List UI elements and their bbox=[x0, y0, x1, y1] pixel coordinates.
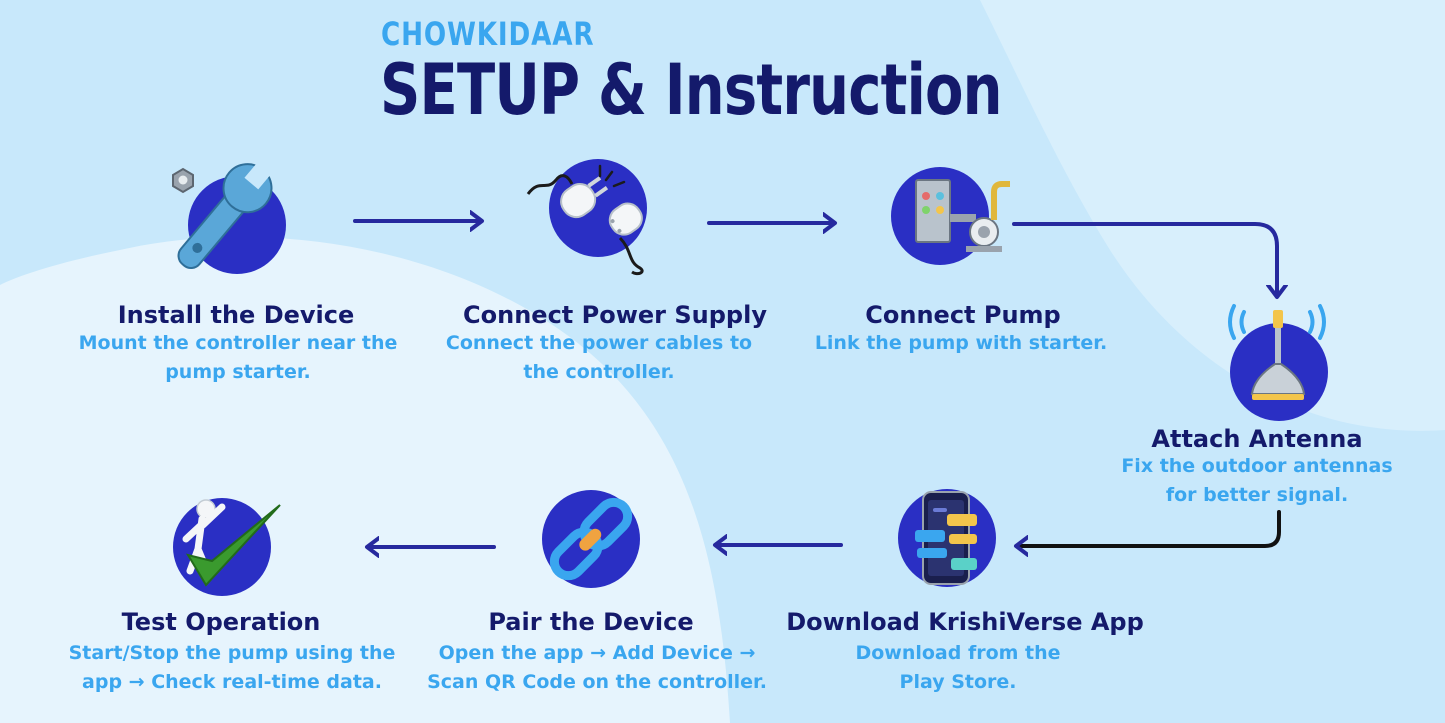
step-6-description: Open the app → Add Device → Scan QR Code… bbox=[377, 639, 817, 697]
step-1-description: Mount the controller near the pump start… bbox=[18, 329, 458, 387]
chain-link-icon bbox=[542, 490, 640, 588]
checkmark-figure-icon bbox=[173, 498, 281, 596]
step-4-title: Attach Antenna bbox=[1151, 425, 1363, 453]
step-3-title: Connect Pump bbox=[865, 301, 1061, 329]
brand-name: CHOWKIDAAR bbox=[381, 15, 595, 53]
step-7-desc-line-2: app → Check real-time data. bbox=[82, 671, 382, 693]
step-4-description: Fix the outdoor antennas for better sign… bbox=[1037, 452, 1445, 510]
pump-starter-icon bbox=[891, 167, 1010, 265]
wrench-icon bbox=[172, 160, 286, 274]
step-1-title: Install the Device bbox=[117, 301, 355, 329]
step-4-desc-line-2: for better signal. bbox=[1165, 484, 1349, 506]
step-2-description: Connect the power cables to the controll… bbox=[379, 329, 819, 387]
antenna-icon bbox=[1228, 304, 1328, 421]
step-3-desc-line-1: Link the pump with starter. bbox=[814, 332, 1108, 354]
smartphone-app-icon bbox=[898, 489, 996, 587]
step-1-icon bbox=[155, 150, 295, 280]
step-5-icon bbox=[895, 486, 1005, 596]
step-7-description: Start/Stop the pump using the app → Chec… bbox=[12, 639, 452, 697]
step-7-title: Test Operation bbox=[121, 608, 321, 636]
step-5-desc-line-1: Download from the bbox=[855, 642, 1061, 664]
step-6-desc-line-1: Open the app → Add Device → bbox=[438, 642, 756, 664]
step-1-desc-line-1: Mount the controller near the bbox=[78, 332, 398, 354]
power-plug-icon bbox=[526, 159, 647, 276]
step-4-icon bbox=[1222, 298, 1332, 428]
step-3-icon bbox=[886, 166, 1026, 276]
step-2-desc-line-1: Connect the power cables to bbox=[445, 332, 753, 354]
step-2-title: Connect Power Supply bbox=[463, 301, 767, 329]
step-6-icon bbox=[537, 487, 647, 597]
step-6-title: Pair the Device bbox=[488, 608, 694, 636]
step-2-desc-line-2: the controller. bbox=[523, 361, 675, 383]
step-1-desc-line-2: pump starter. bbox=[165, 361, 311, 383]
step-2-icon bbox=[520, 158, 660, 278]
step-6-desc-line-2: Scan QR Code on the controller. bbox=[427, 671, 767, 693]
step-7-icon bbox=[168, 495, 288, 605]
step-5-desc-line-2: Play Store. bbox=[899, 671, 1017, 693]
step-7-desc-line-1: Start/Stop the pump using the bbox=[68, 642, 396, 664]
page-title: SETUP & Instruction bbox=[380, 49, 1003, 131]
step-5-description: Download from the Play Store. bbox=[738, 639, 1178, 697]
step-5-title: Download KrishiVerse App bbox=[786, 608, 1144, 636]
step-3-description: Link the pump with starter. bbox=[741, 329, 1181, 358]
step-4-desc-line-1: Fix the outdoor antennas bbox=[1121, 455, 1393, 477]
